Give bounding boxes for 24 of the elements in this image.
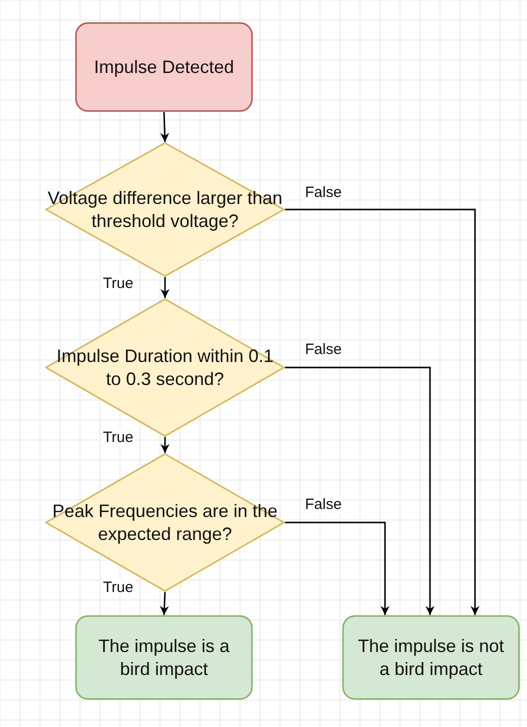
node-text: Voltage difference larger than threshold voltage? [47,186,283,232]
start-box [75,22,253,112]
result-box [342,615,520,700]
result-box [75,615,253,700]
arrow [160,112,170,142]
arrow [160,437,170,453]
node-text: Peak Frequencies are in the expected range? [51,500,279,546]
edge-label: True [101,275,136,292]
decision-diamond [45,142,285,277]
node-text: The impulse is a bird impact [97,634,231,680]
node-text: The impulse is not a bird impact [356,634,506,680]
edge-label: False [303,496,344,513]
edge-label: True [101,429,136,446]
node-text: Impulse Duration within 0.1 to 0.3 second? [55,344,275,390]
edge-label: True [101,579,136,596]
decision-diamond [45,453,285,592]
edge-label: False [303,184,344,201]
arrow [285,208,480,615]
edge-label: False [303,341,344,358]
arrow [160,277,170,298]
node-text: Impulse Detected [92,56,236,78]
arrow [160,592,169,616]
arrow [285,366,434,615]
arrow [285,522,390,615]
